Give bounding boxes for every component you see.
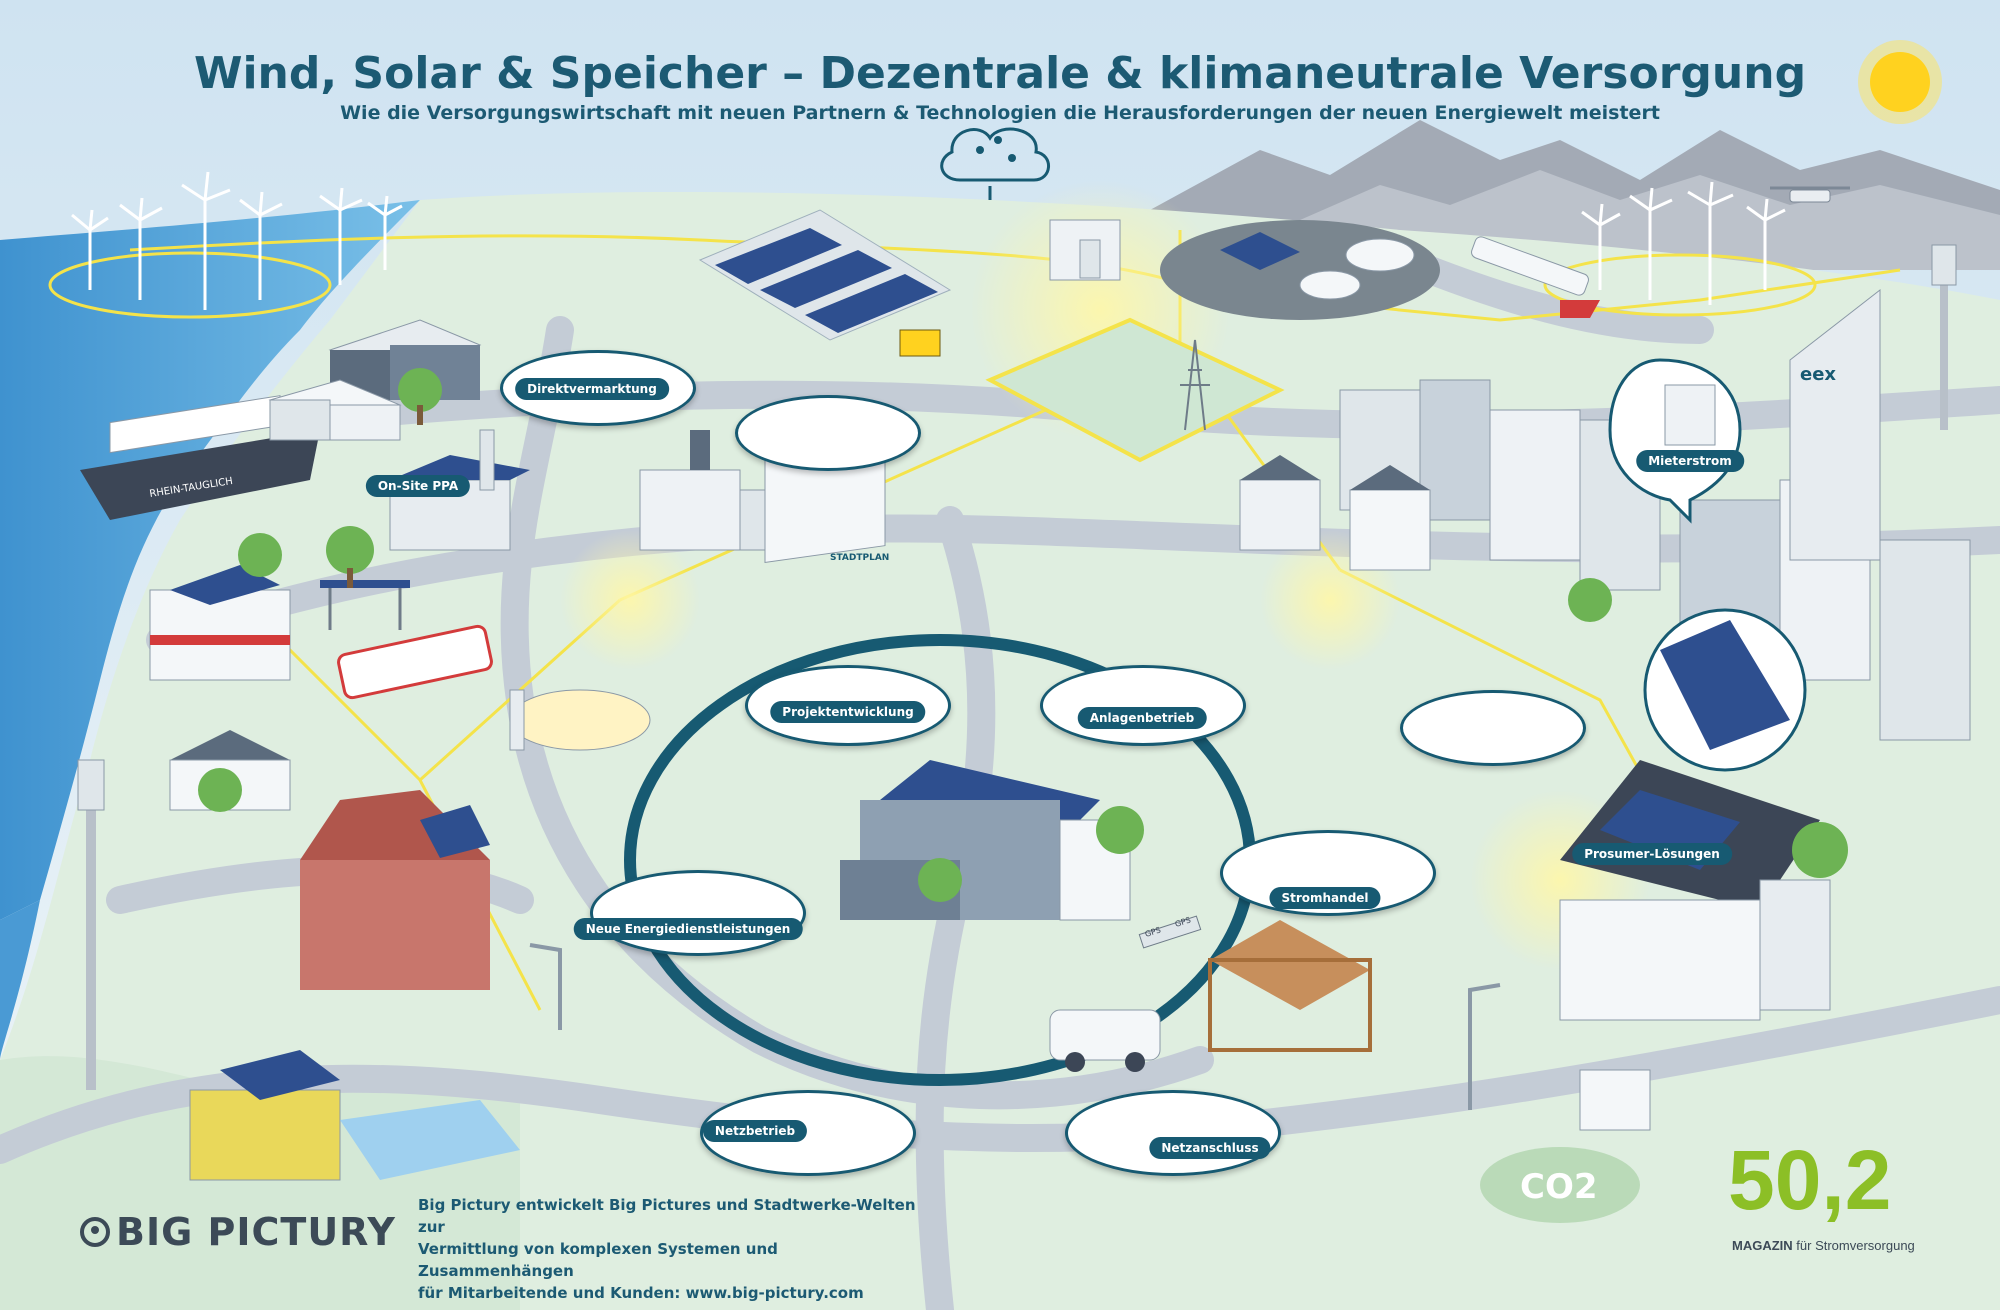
footer-line: für Mitarbeitende und Kunden: www.big-pi… bbox=[418, 1284, 864, 1302]
label-direktvermarktung[interactable]: Direktvermarktung bbox=[515, 378, 669, 400]
logo-icon bbox=[80, 1217, 110, 1247]
stadtplan-text: STADTPLAN bbox=[830, 553, 889, 563]
ev-taxi bbox=[509, 689, 651, 751]
solar-farm bbox=[698, 209, 952, 341]
bus bbox=[337, 624, 493, 700]
sea bbox=[0, 200, 420, 920]
bubble-anlagenbetrieb bbox=[1040, 665, 1246, 746]
bubble-prosumer-team bbox=[1400, 690, 1586, 766]
house-construction bbox=[1208, 920, 1372, 1052]
bus-stop bbox=[320, 580, 410, 630]
container-ship: RHEIN-TAUGLICH bbox=[80, 395, 320, 520]
label-stromhandel[interactable]: Stromhandel bbox=[1269, 887, 1381, 909]
apartment-houses bbox=[1239, 455, 1431, 571]
cell-tower-icon bbox=[77, 759, 105, 1090]
footer-line: Big Pictury entwickelt Big Pictures und … bbox=[418, 1196, 916, 1236]
label-neue-energiedienstleistungen[interactable]: Neue Energiedienstleistungen bbox=[573, 918, 803, 940]
substation bbox=[985, 317, 1285, 463]
footer-line: Vermittlung von komplexen Systemen und Z… bbox=[418, 1240, 778, 1280]
bubble-grid-works bbox=[735, 395, 921, 471]
school-building bbox=[840, 760, 1131, 921]
co2-text: CO2 bbox=[1520, 1167, 1598, 1207]
cloud-network-icon bbox=[940, 127, 1050, 200]
magazine-brand-subtitle: MAGAZIN für Stromversorgung bbox=[1732, 1238, 1915, 1253]
warehouse bbox=[268, 379, 402, 441]
wind-turbine-icon bbox=[71, 171, 403, 310]
rotor-blade-truck bbox=[1471, 236, 1600, 318]
drone-icon bbox=[1770, 186, 1850, 203]
wind-turbine-icon bbox=[1581, 181, 1786, 305]
sun-icon bbox=[1858, 40, 1942, 124]
offshore-windpark-ring bbox=[48, 251, 332, 319]
footer-description: Big Pictury entwickelt Big Pictures und … bbox=[418, 1194, 938, 1304]
gps-satellite-icon: GPS GPS bbox=[1138, 915, 1202, 949]
excavator bbox=[899, 329, 941, 357]
cell-tower-icon bbox=[1931, 244, 1957, 430]
smart-meter-callout bbox=[1608, 358, 1742, 524]
label-netzanschluss[interactable]: Netzanschluss bbox=[1149, 1137, 1271, 1159]
biogas-plant bbox=[1160, 220, 1440, 320]
hydrogen-storage bbox=[1049, 219, 1121, 281]
big-pictury-logo: BIG PICTURY bbox=[80, 1210, 396, 1254]
page-subtitle: Wie die Versorgungswirtschaft mit neuen … bbox=[340, 102, 1660, 124]
eex-sign: eex bbox=[1800, 364, 1836, 385]
label-projektentwicklung[interactable]: Projektentwicklung bbox=[770, 701, 926, 723]
label-prosumer-loesungen[interactable]: Prosumer-Lösungen bbox=[1572, 843, 1732, 865]
service-van bbox=[1049, 1009, 1161, 1072]
power-pylon-icon bbox=[1180, 339, 1210, 431]
bubble-neue-energiedienstleistungen bbox=[590, 870, 806, 956]
logo-text: BIG PICTURY bbox=[116, 1210, 396, 1254]
label-onsite-ppa[interactable]: On-Site PPA bbox=[365, 475, 471, 497]
street-lamp-icon bbox=[529, 943, 1501, 1110]
brick-building bbox=[300, 790, 490, 990]
co2-footprint-icon: CO2 bbox=[1480, 1147, 1640, 1223]
tree-icon bbox=[198, 368, 1848, 902]
page-title: Wind, Solar & Speicher – Dezentrale & kl… bbox=[193, 48, 1807, 99]
bubble-netzanschluss bbox=[1065, 1090, 1281, 1176]
label-netzbetrieb[interactable]: Netzbetrieb bbox=[702, 1120, 808, 1142]
magazine-word: MAGAZIN bbox=[1732, 1238, 1793, 1253]
public-pool-building bbox=[189, 1050, 520, 1181]
onshore-windpark-ring bbox=[1543, 253, 1817, 317]
prosumer-house bbox=[1559, 760, 1831, 1131]
label-mieterstrom[interactable]: Mieterstrom bbox=[1636, 450, 1744, 472]
magazine-tagline: für Stromversorgung bbox=[1792, 1238, 1915, 1253]
magazine-brand-number: 50,2 bbox=[1728, 1133, 1892, 1227]
label-anlagenbetrieb[interactable]: Anlagenbetrieb bbox=[1077, 707, 1207, 729]
